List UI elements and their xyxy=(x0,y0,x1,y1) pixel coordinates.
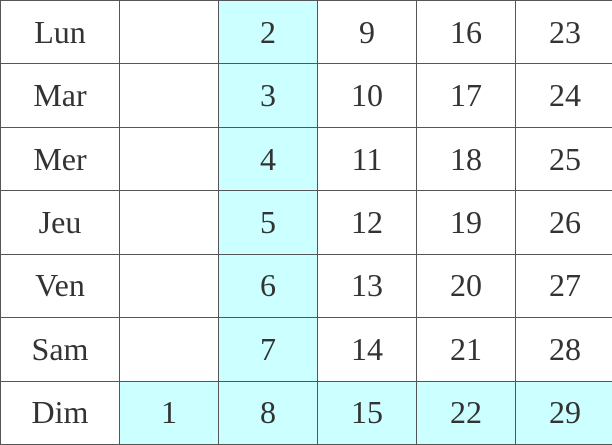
date-cell: 19 xyxy=(416,190,516,255)
date-cell: 10 xyxy=(317,63,417,128)
date-cell: 24 xyxy=(515,63,612,128)
date-cell: 15 xyxy=(317,380,417,445)
date-cell: 12 xyxy=(317,190,417,255)
date-cell xyxy=(119,126,219,192)
day-label: Sam xyxy=(0,317,120,382)
date-cell: 7 xyxy=(218,317,318,382)
date-cell xyxy=(119,0,219,65)
date-cell: 17 xyxy=(416,63,516,128)
date-cell: 16 xyxy=(416,0,516,65)
date-cell xyxy=(119,253,219,319)
date-cell: 9 xyxy=(317,0,417,65)
day-label: Dim xyxy=(0,380,120,445)
date-cell: 20 xyxy=(416,253,516,319)
date-cell: 14 xyxy=(317,317,417,382)
day-label: Ven xyxy=(0,253,120,319)
day-label: Lun xyxy=(0,0,120,65)
date-cell: 11 xyxy=(317,126,417,192)
date-cell: 27 xyxy=(515,253,612,319)
date-cell: 25 xyxy=(515,126,612,192)
date-cell: 23 xyxy=(515,0,612,65)
day-label: Mar xyxy=(0,63,120,128)
day-label: Mer xyxy=(0,126,120,192)
date-cell: 6 xyxy=(218,253,318,319)
date-cell: 1 xyxy=(119,380,219,445)
date-cell: 29 xyxy=(515,380,612,445)
date-cell: 28 xyxy=(515,317,612,382)
date-cell: 2 xyxy=(218,0,318,65)
date-cell xyxy=(119,317,219,382)
date-cell: 26 xyxy=(515,190,612,255)
date-cell: 8 xyxy=(218,380,318,445)
date-cell: 3 xyxy=(218,63,318,128)
date-cell xyxy=(119,63,219,128)
date-cell: 21 xyxy=(416,317,516,382)
date-cell xyxy=(119,190,219,255)
date-cell: 4 xyxy=(218,126,318,192)
date-cell: 13 xyxy=(317,253,417,319)
date-cell: 5 xyxy=(218,190,318,255)
date-cell: 18 xyxy=(416,126,516,192)
day-label: Jeu xyxy=(0,190,120,255)
date-cell: 22 xyxy=(416,380,516,445)
